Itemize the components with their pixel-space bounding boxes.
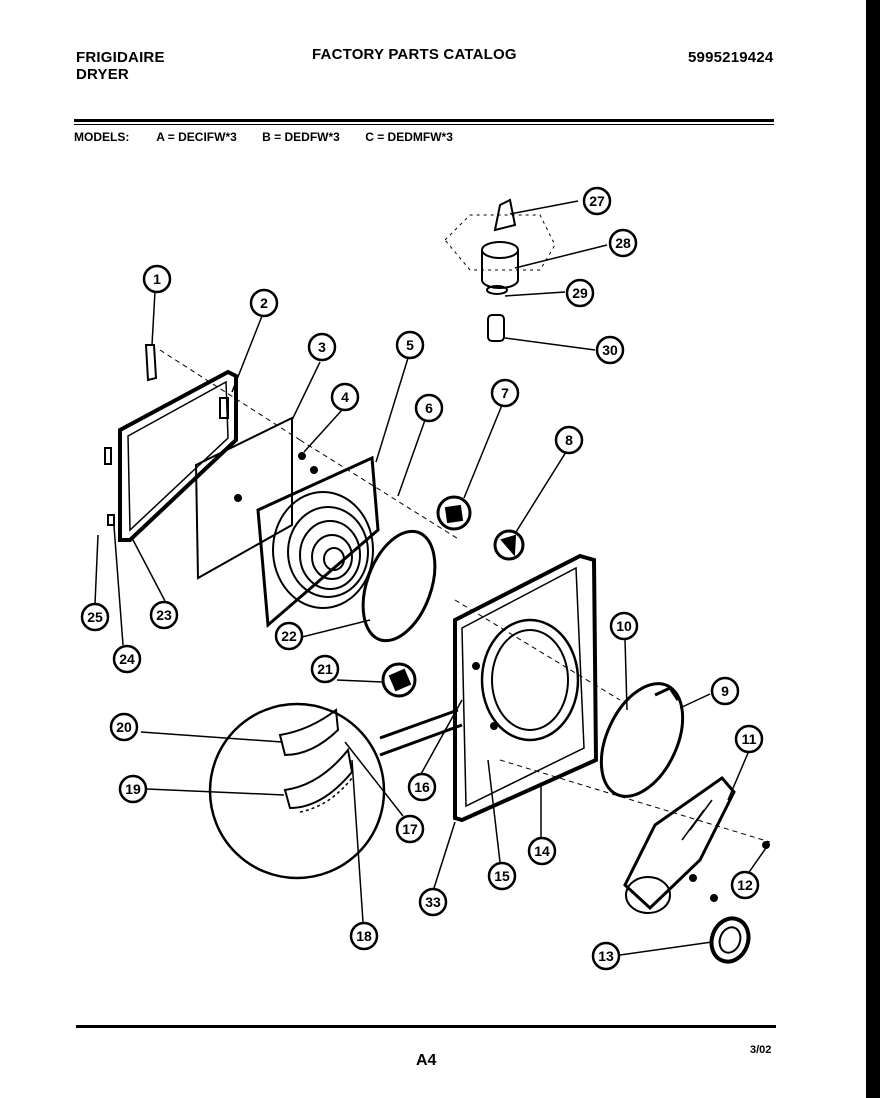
latch-strike bbox=[436, 495, 472, 531]
callout-4: 4 bbox=[330, 382, 360, 412]
svg-text:16: 16 bbox=[414, 779, 430, 795]
callout-14: 14 bbox=[527, 836, 557, 866]
svg-text:29: 29 bbox=[572, 285, 588, 301]
svg-text:13: 13 bbox=[598, 948, 614, 964]
svg-text:28: 28 bbox=[615, 235, 631, 251]
svg-text:9: 9 bbox=[721, 683, 729, 699]
callout-19: 19 bbox=[118, 774, 148, 804]
vent-housing bbox=[256, 455, 380, 629]
brand-name: FRIGIDAIRE bbox=[76, 49, 165, 66]
product-name: DRYER bbox=[76, 66, 129, 83]
front-panel bbox=[453, 553, 599, 823]
callout-24: 24 bbox=[112, 644, 142, 674]
callout-7: 7 bbox=[490, 378, 520, 408]
svg-text:24: 24 bbox=[119, 651, 135, 667]
callout-12: 12 bbox=[730, 870, 760, 900]
svg-text:20: 20 bbox=[116, 719, 132, 735]
svg-text:15: 15 bbox=[494, 868, 510, 884]
models-row: MODELS: A = DECIFW*3 B = DEDFW*3 C = DED… bbox=[74, 130, 475, 144]
model-a: A = DECIFW*3 bbox=[156, 130, 237, 144]
callout-20: 20 bbox=[109, 712, 139, 742]
door-catch bbox=[493, 529, 525, 561]
callout-18: 18 bbox=[349, 921, 379, 951]
model-b: B = DEDFW*3 bbox=[262, 130, 340, 144]
header-rule-thin bbox=[74, 124, 774, 125]
callout-22: 22 bbox=[274, 621, 304, 651]
svg-text:18: 18 bbox=[356, 928, 372, 944]
callout-3: 3 bbox=[307, 332, 337, 362]
callout-17: 17 bbox=[395, 814, 425, 844]
svg-text:12: 12 bbox=[737, 877, 753, 893]
svg-text:27: 27 bbox=[589, 193, 605, 209]
gasket-ring bbox=[599, 682, 685, 798]
svg-text:14: 14 bbox=[534, 843, 550, 859]
bushing bbox=[709, 916, 751, 964]
callout-6: 6 bbox=[414, 393, 444, 423]
svg-text:19: 19 bbox=[125, 781, 141, 797]
svg-text:11: 11 bbox=[742, 731, 757, 747]
callout-30: 30 bbox=[595, 335, 625, 365]
callout-2: 2 bbox=[249, 288, 279, 318]
knob-assembly bbox=[444, 198, 556, 342]
part-number: 5995219424 bbox=[688, 49, 774, 66]
models-label: MODELS: bbox=[74, 130, 130, 144]
filter-panel bbox=[194, 416, 318, 580]
filter-door bbox=[104, 344, 238, 542]
svg-text:6: 6 bbox=[425, 400, 433, 416]
callout-8: 8 bbox=[554, 425, 584, 455]
svg-text:3: 3 bbox=[318, 339, 326, 355]
svg-text:5: 5 bbox=[406, 337, 414, 353]
callout-29: 29 bbox=[565, 278, 595, 308]
header-rule bbox=[74, 119, 774, 122]
svg-text:1: 1 bbox=[153, 271, 161, 287]
svg-text:30: 30 bbox=[602, 342, 618, 358]
svg-text:23: 23 bbox=[156, 607, 172, 623]
callout-13: 13 bbox=[591, 941, 621, 971]
callout-5: 5 bbox=[395, 330, 425, 360]
footer-rule bbox=[76, 1025, 776, 1028]
svg-text:22: 22 bbox=[281, 628, 297, 644]
svg-text:33: 33 bbox=[425, 894, 441, 910]
scan-edge bbox=[866, 0, 880, 1098]
callout-21: 21 bbox=[310, 654, 340, 684]
svg-text:17: 17 bbox=[402, 821, 418, 837]
callout-10: 10 bbox=[609, 611, 639, 641]
page-date: 3/02 bbox=[750, 1044, 772, 1056]
svg-text:7: 7 bbox=[501, 385, 509, 401]
callout-11: 11 bbox=[734, 724, 764, 754]
callout-1: 1 bbox=[142, 264, 172, 294]
assembly-axes bbox=[159, 349, 771, 843]
callout-27: 27 bbox=[582, 186, 612, 216]
callout-23: 23 bbox=[149, 600, 179, 630]
door-seal bbox=[361, 529, 437, 643]
svg-text:10: 10 bbox=[616, 618, 632, 634]
callout-16: 16 bbox=[407, 772, 437, 802]
callout-28: 28 bbox=[608, 228, 638, 258]
svg-text:4: 4 bbox=[341, 389, 349, 405]
page-id: A4 bbox=[416, 1052, 437, 1069]
svg-text:21: 21 bbox=[317, 661, 333, 677]
callout-33: 33 bbox=[418, 887, 448, 917]
callout-25: 25 bbox=[80, 602, 110, 632]
svg-text:2: 2 bbox=[260, 295, 268, 311]
callout-9: 9 bbox=[710, 676, 740, 706]
model-c: C = DEDMFW*3 bbox=[365, 130, 453, 144]
catalog-title: FACTORY PARTS CATALOG bbox=[312, 46, 517, 63]
leader-lines bbox=[94, 200, 769, 956]
hinge-cover bbox=[381, 662, 417, 698]
svg-text:25: 25 bbox=[87, 609, 103, 625]
callout-15: 15 bbox=[487, 861, 517, 891]
svg-text:8: 8 bbox=[565, 432, 573, 448]
